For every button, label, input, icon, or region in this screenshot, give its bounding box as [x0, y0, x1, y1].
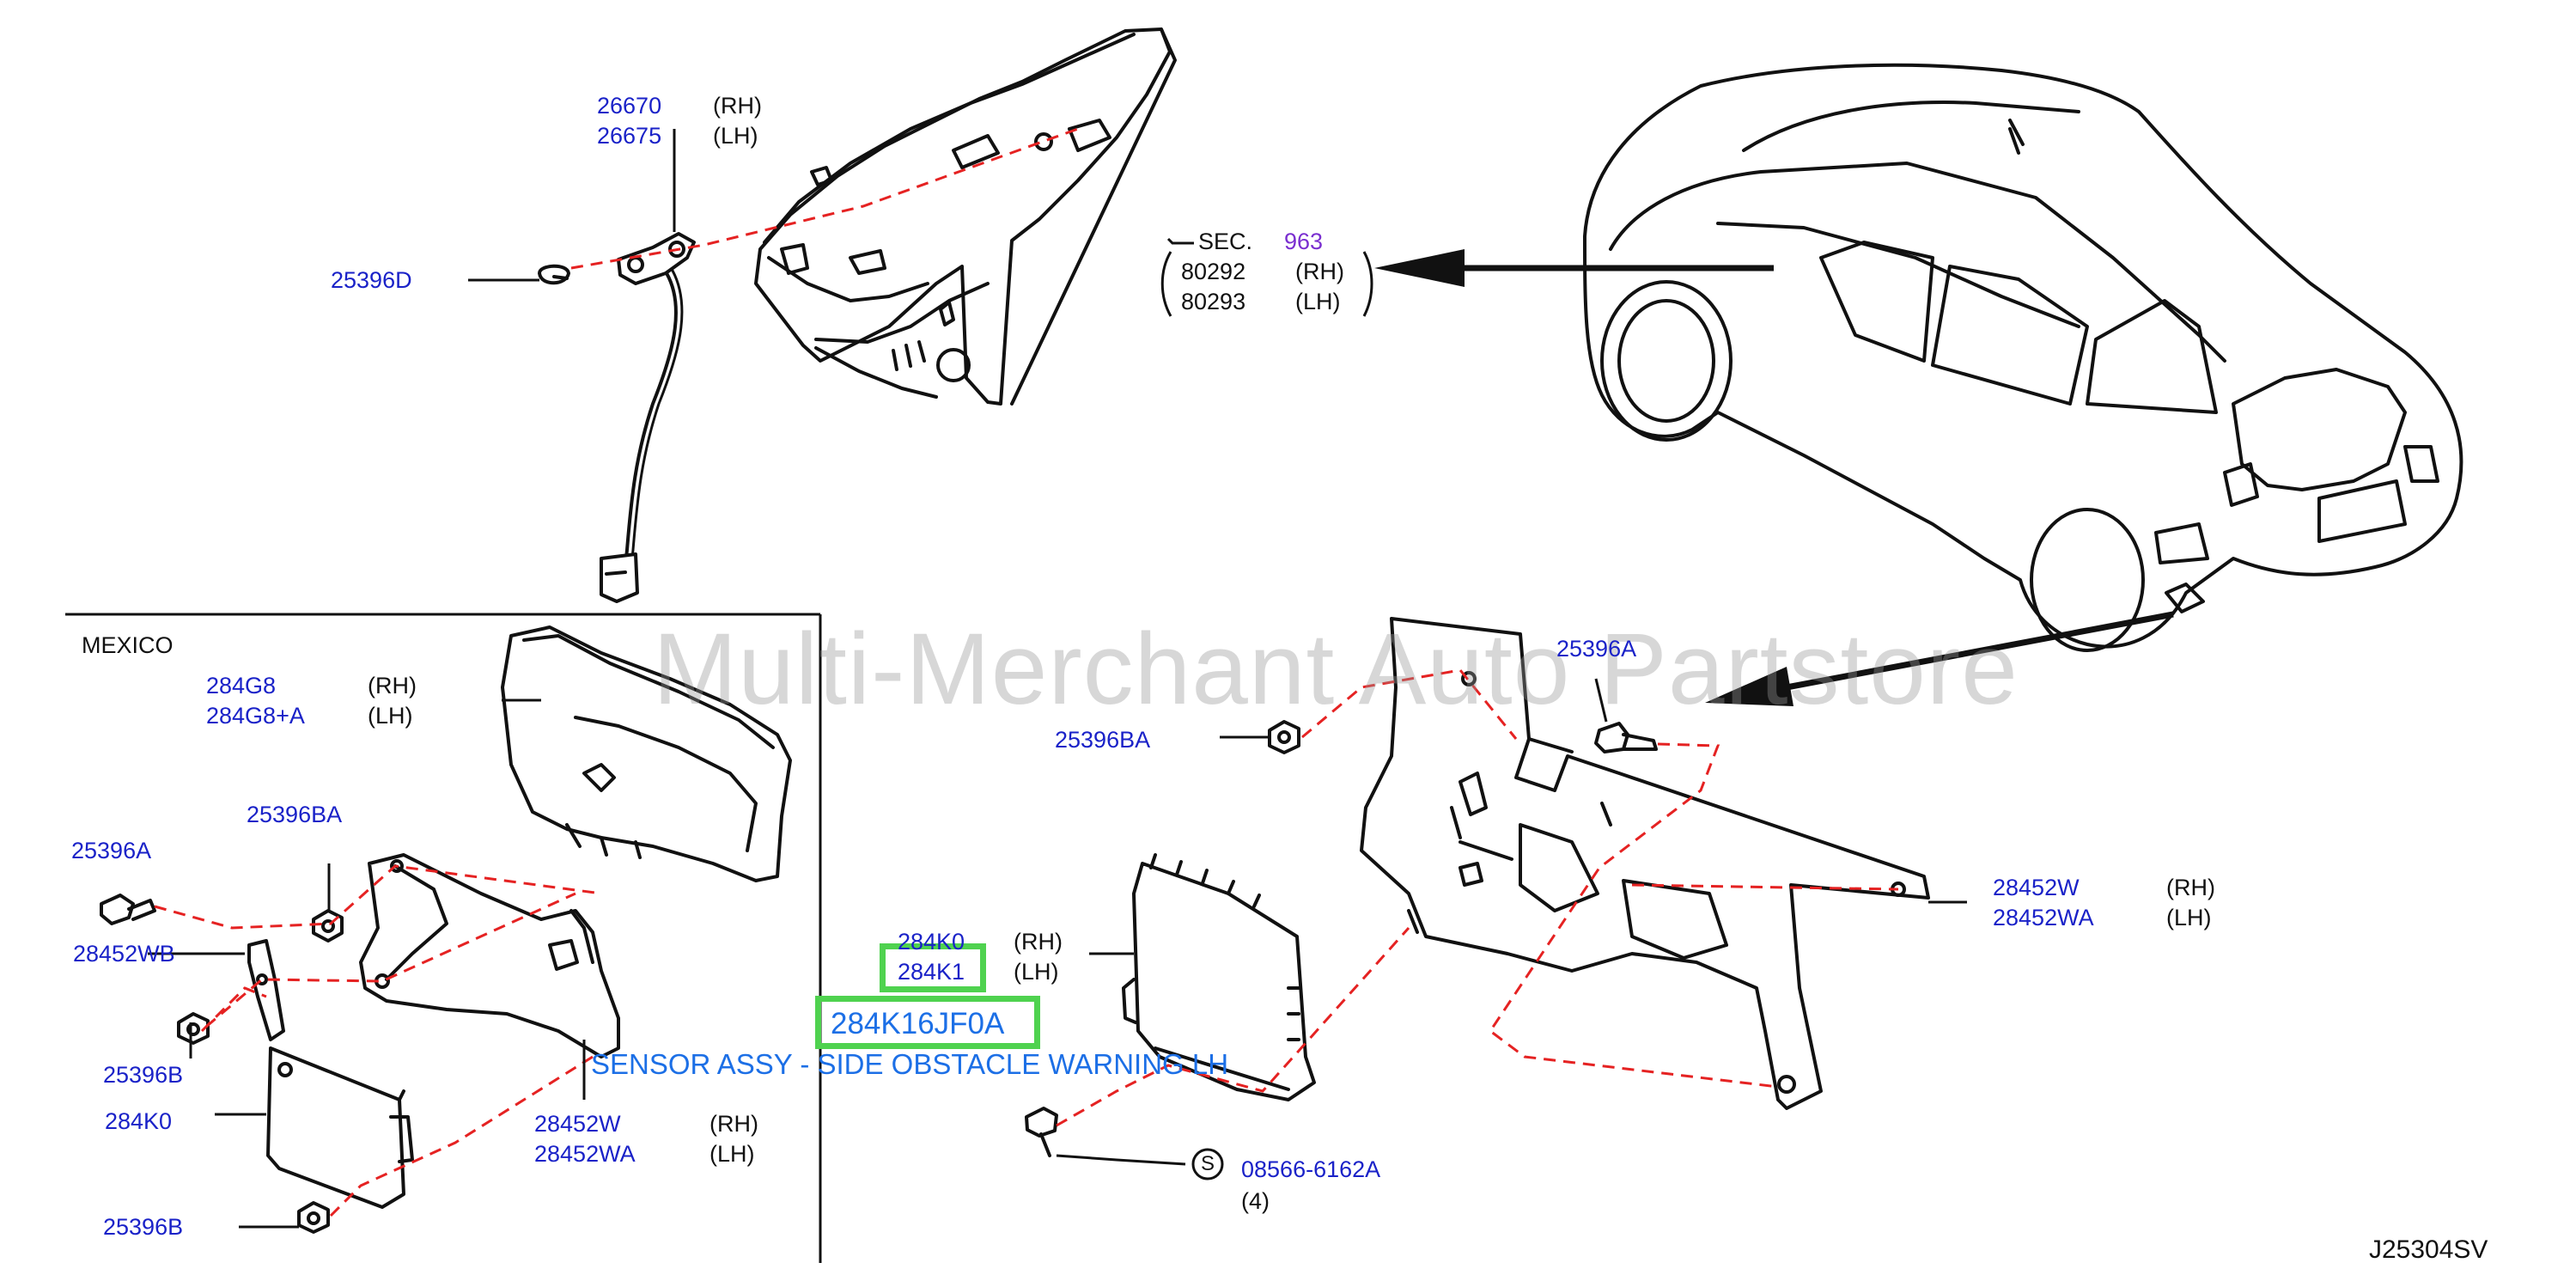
section-arrow-upper [1374, 249, 1774, 287]
label-284K0[interactable]: 284K0 [898, 929, 965, 955]
label-rh-80292: (RH) [1295, 259, 1344, 284]
label-sec: SEC. [1198, 229, 1253, 254]
label-28452W-right[interactable]: 28452W [1993, 875, 2080, 900]
cover-284G8 [501, 625, 792, 882]
highlight-box-part-number [815, 996, 1040, 1049]
label-rh-284K0: (RH) [1014, 929, 1063, 955]
label-lh-284K1: (LH) [1014, 959, 1059, 985]
label-rh-28452W-left: (RH) [709, 1111, 758, 1137]
bolt-08566-6162A [1025, 1107, 1058, 1157]
label-284G8A[interactable]: 284G8+A [206, 703, 305, 729]
label-08566-6162A[interactable]: 08566-6162A [1241, 1156, 1381, 1182]
label-284K0-left[interactable]: 284K0 [105, 1108, 173, 1134]
nut-25396B-left-2 [297, 1201, 330, 1234]
label-s-mark: S [1201, 1152, 1215, 1175]
camera-bracket [600, 232, 696, 603]
nut-25396BA-left [312, 909, 344, 943]
bracket-28452WB [247, 939, 285, 1041]
label-25396A-right[interactable]: 25396A [1556, 636, 1637, 662]
label-lh-28452WA-left: (LH) [709, 1141, 755, 1167]
mirror-housing [754, 27, 1177, 406]
label-284G8[interactable]: 284G8 [206, 673, 277, 699]
label-26675[interactable]: 26675 [597, 123, 662, 149]
label-rh-284G8: (RH) [368, 673, 417, 699]
highlight-description: SENSOR ASSY - SIDE OBSTACLE WARNING LH [591, 1048, 1229, 1080]
label-26670[interactable]: 26670 [597, 93, 662, 119]
highlight-part-number[interactable]: 284K16JF0A [831, 1007, 1005, 1040]
label-284K1[interactable]: 284K1 [898, 959, 965, 985]
label-lh-284G8A: (LH) [368, 703, 413, 729]
label-lh-80293: (LH) [1295, 289, 1341, 314]
bracket-28452W [1360, 617, 1930, 1110]
label-qty-4: (4) [1241, 1188, 1270, 1214]
nut-25396B-left-1 [177, 1012, 210, 1045]
label-80292[interactable]: 80292 [1181, 259, 1246, 284]
clip-25396D [538, 264, 570, 285]
label-25396BA-left[interactable]: 25396BA [247, 802, 343, 827]
sensor-284K0-left [266, 1046, 414, 1209]
bracket-28452W-left [359, 853, 620, 1058]
nut-25396BA-right [1268, 720, 1300, 754]
label-mexico: MEXICO [82, 632, 174, 658]
label-80293[interactable]: 80293 [1181, 289, 1246, 314]
label-25396B-left-2[interactable]: 25396B [103, 1214, 184, 1240]
label-28452WB[interactable]: 28452WB [73, 941, 175, 967]
diagram-code: J25304SV [2369, 1235, 2488, 1264]
label-sec-963[interactable]: 963 [1284, 229, 1324, 254]
s-circle [1191, 1148, 1224, 1180]
label-lh-26675: (LH) [713, 123, 758, 149]
label-25396A-left[interactable]: 25396A [71, 838, 152, 863]
label-25396BA-right[interactable]: 25396BA [1055, 727, 1151, 753]
section-arrow-lower [1705, 611, 2174, 706]
sec-brackets [1160, 251, 1373, 317]
label-25396D[interactable]: 25396D [331, 267, 412, 293]
sensor-assy-284K0-right [1122, 853, 1316, 1101]
watermark: Multi-Merchant Auto Partstore [653, 613, 2019, 726]
label-28452WA-left[interactable]: 28452WA [534, 1141, 636, 1167]
label-lh-28452WA-right: (LH) [2166, 905, 2212, 930]
label-25396B-left-1[interactable]: 25396B [103, 1062, 184, 1088]
bolt-25396A-right [1594, 722, 1658, 753]
label-rh-26670: (RH) [713, 93, 762, 119]
bolt-25396A-left [100, 894, 156, 925]
label-28452W-left[interactable]: 28452W [534, 1111, 621, 1137]
label-rh-28452W-right: (RH) [2166, 875, 2215, 900]
label-28452WA-right[interactable]: 28452WA [1993, 905, 2094, 930]
vehicle [1583, 63, 2463, 652]
highlight-box-284K1 [880, 943, 986, 992]
assembly-dashed-lines [154, 127, 1899, 1217]
callout-lines [65, 129, 1967, 1263]
